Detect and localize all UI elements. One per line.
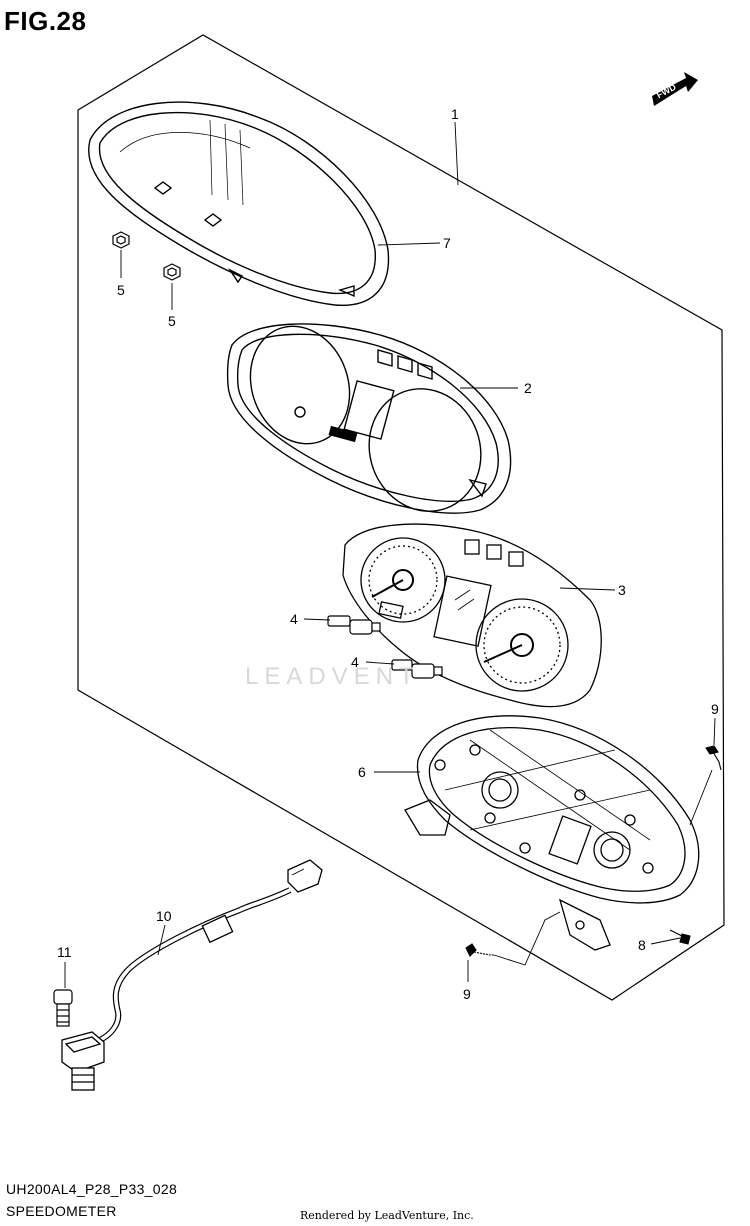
callout-6: 6 (358, 764, 366, 780)
part-3-dial-panel (342, 523, 602, 708)
callout-7: 7 (443, 235, 451, 251)
part-4-bulb-lower (391, 659, 443, 679)
callout-5-upper: 5 (117, 282, 125, 298)
part-7-lens-cover (88, 101, 390, 306)
callout-2: 2 (524, 380, 532, 396)
part-10-speed-sensor-lead (61, 859, 323, 1091)
callout-8: 8 (638, 937, 646, 953)
callout-1: 1 (451, 106, 459, 122)
part-8-screw (669, 929, 691, 945)
render-credit: Rendered by LeadVenture, Inc. (300, 1209, 474, 1222)
part-11-bolt (53, 989, 73, 1027)
callout-5-lower: 5 (168, 313, 176, 329)
figure-name: SPEEDOMETER (6, 1203, 117, 1219)
callout-4-upper: 4 (290, 611, 298, 627)
leader-lines (64, 121, 716, 988)
part-4-bulb-upper (327, 615, 381, 635)
callout-9-bottom: 9 (463, 986, 471, 1002)
part-2-meter-frame (226, 323, 512, 514)
callout-4-lower: 4 (351, 654, 359, 670)
callout-10: 10 (156, 908, 172, 924)
part-5-nut-upper (112, 231, 130, 249)
part-5-nut-lower (163, 263, 181, 281)
model-code: UH200AL4_P28_P33_028 (6, 1181, 178, 1197)
callout-11: 11 (57, 944, 72, 960)
part-9-screw-bottom (465, 943, 494, 957)
assembly-outline (77, 34, 725, 1001)
callout-9-right: 9 (711, 701, 719, 717)
fwd-arrow-icon (652, 72, 698, 106)
callout-3: 3 (618, 582, 626, 598)
watermark: LEADVENT (245, 663, 420, 690)
figure-title: FIG.28 (4, 6, 87, 36)
part-6-meter-case (404, 715, 700, 951)
part-9-screw-right (705, 745, 722, 771)
